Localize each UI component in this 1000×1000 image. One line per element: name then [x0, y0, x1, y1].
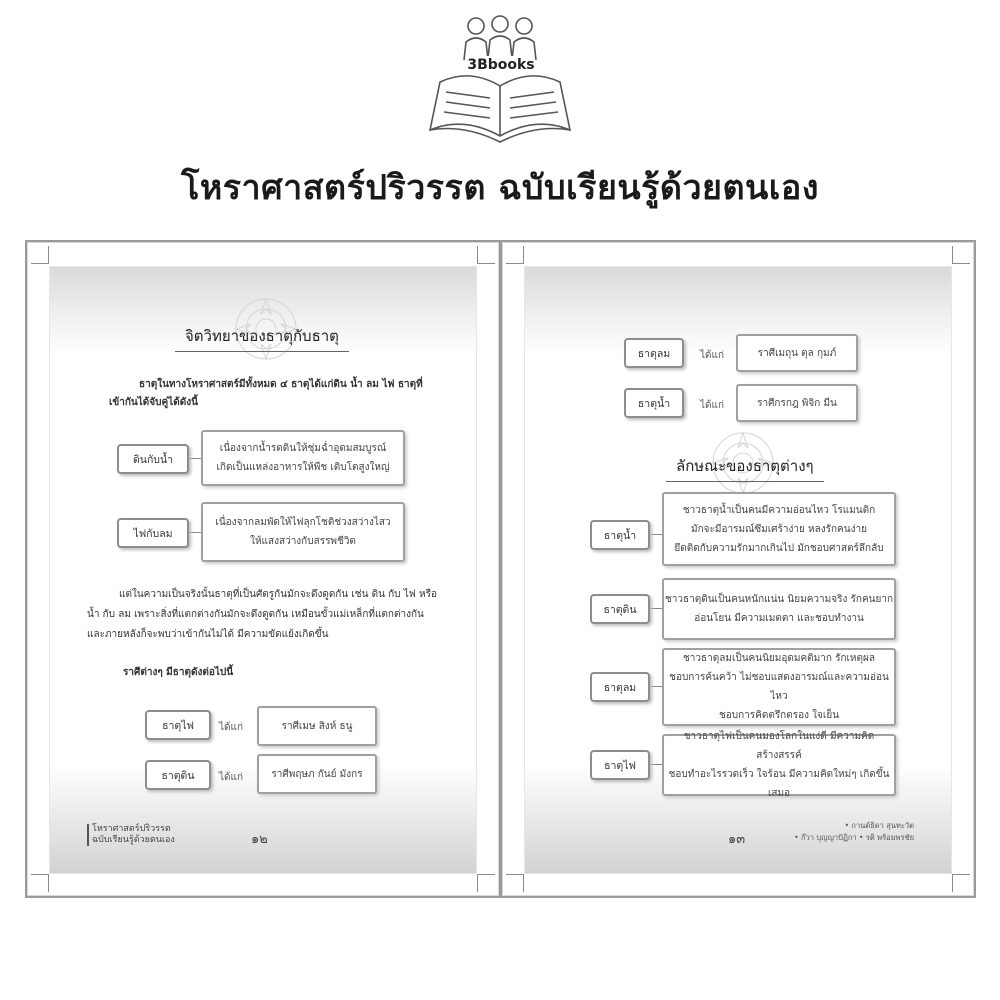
intro-line: เข้ากันได้จับคู่ได้ดังนี้ — [109, 397, 198, 408]
trait-description: ชาวธาตุดินเป็นคนหนักแน่น นิยมความจริง รั… — [662, 578, 896, 640]
element-tag: ธาตุดิน — [590, 594, 650, 624]
pair-description: เนื่องจากน้ำรดดินให้ชุ่มฉ่ำอุดมสมบูรณ์เก… — [201, 430, 405, 486]
running-footer: โหราศาสตร์ปริวรรตฉบับเรียนรู้ด้วยตนเอง — [87, 824, 175, 846]
trait-description: ชาวธาตุลมเป็นคนนิยมอุดมคติมาก รักเหตุผล … — [662, 648, 896, 726]
element-label: ได้แก่ — [219, 722, 244, 733]
element-label: ได้แก่ — [700, 350, 725, 361]
body-line: น้ำ กับ ลม เพราะสิ่งที่แตกต่างกันมักจะดึ… — [87, 609, 424, 620]
page-number: ๑๓ — [728, 832, 746, 847]
body-line: แต่ในความเป็นจริงนั้นธาตุที่เป็นศัตรูกัน… — [119, 589, 437, 600]
element-label: ได้แก่ — [700, 400, 725, 411]
pair-tag: ดินกับน้ำ — [117, 444, 189, 474]
pair-tag: ไฟกับลม — [117, 518, 189, 548]
element-signs: ราศีกรกฎ พิจิก มีน — [736, 384, 858, 422]
section-heading: จิตวิทยาของธาตุกับธาตุ — [175, 324, 349, 352]
element-tag: ธาตุดิน — [145, 760, 211, 790]
element-signs: ราศีเมษ สิงห์ ธนู — [257, 706, 377, 746]
element-label: ได้แก่ — [219, 772, 244, 783]
element-tag: ธาตุไฟ — [590, 750, 650, 780]
element-signs: ราศีพฤษภ กันย์ มังกร — [257, 754, 377, 794]
intro-line: ธาตุในทางโหราศาสตร์มีทั้งหมด ๔ ธาตุได้แก… — [139, 379, 423, 390]
section-heading: ลักษณะของธาตุต่างๆ — [666, 454, 824, 482]
trait-description: ชาวธาตุน้ำเป็นคนมีความอ่อนไหว โรแมนติก ม… — [662, 492, 896, 566]
logo-text: 3Bbooks — [467, 57, 534, 73]
element-signs: ราศีเมถุน ตุล กุมภ์ — [736, 334, 858, 372]
element-tag: ธาตุน้ำ — [624, 388, 684, 418]
pair-description: เนื่องจากลมพัดให้ไฟลุกโชติช่วงสว่างไสวให… — [201, 502, 405, 562]
element-tag: ธาตุน้ำ — [590, 520, 650, 550]
author-credits: • กานต์ธิดา สุนทะวัต• ก๊วา บุญญาปัฏิกา •… — [794, 821, 914, 842]
book-title: โหราศาสตร์ปริวรรต ฉบับเรียนรู้ด้วยตนเอง — [181, 168, 819, 208]
element-tag: ธาตุลม — [590, 672, 650, 702]
page-number: ๑๒ — [251, 832, 268, 847]
sub-heading: ราศีต่างๆ มีธาตุดังต่อไปนี้ — [123, 667, 234, 678]
trait-description: ชาวธาตุไฟเป็นคนมองโลกในแง่ดี มีความคิดสร… — [662, 731, 896, 799]
body-line: และภายหลังก็จะพบว่าเข้ากันไม่ได้ มีความข… — [87, 629, 329, 640]
left-page: จิตวิทยาของธาตุกับธาตุ ธาตุในทางโหราศาสต… — [25, 240, 501, 898]
right-page: ธาตุลม ได้แก่ ราศีเมถุน ตุล กุมภ์ ธาตุน้… — [500, 240, 976, 898]
element-tag: ธาตุลม — [624, 338, 684, 368]
marble-header — [49, 266, 477, 356]
brand-logo: 3Bbooks — [428, 15, 572, 143]
element-tag: ธาตุไฟ — [145, 710, 211, 740]
mandala-ornament-icon — [234, 297, 298, 361]
